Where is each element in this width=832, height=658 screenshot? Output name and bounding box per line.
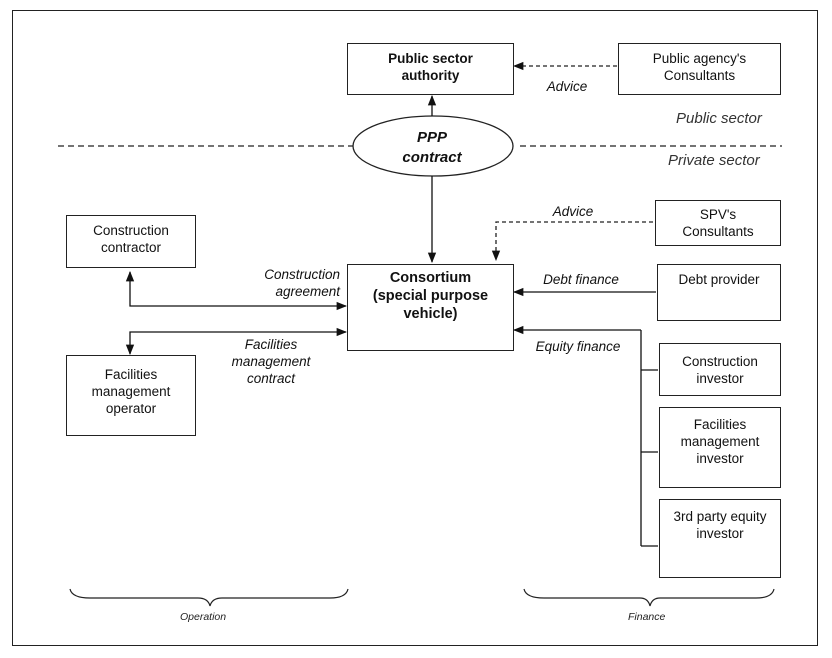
ppp-contract-label: PPP contract: [402, 129, 462, 166]
fm-operator-box: Facilities management operator: [66, 355, 196, 436]
advice-public-label: Advice: [546, 79, 588, 94]
private-sector-label: Private sector: [668, 152, 760, 169]
fm-investor-box: Facilities management investor: [659, 407, 781, 488]
debt-provider-box: Debt provider: [657, 264, 781, 321]
fm-contract-label: Facilities management contract: [231, 337, 311, 386]
finance-group-label: Finance: [628, 611, 666, 623]
public-sector-label: Public sector: [676, 110, 762, 127]
public-authority-box: Public sector authority: [347, 43, 514, 95]
debt-finance-label: Debt finance: [543, 272, 619, 287]
diagram-frame: [12, 10, 818, 646]
spv-consultants-box: SPV's Consultants: [655, 200, 781, 246]
construction-contractor-box: Construction contractor: [66, 215, 196, 268]
advice-spv-label: Advice: [552, 204, 594, 219]
brace-finance: [523, 588, 775, 607]
brace-operation: [69, 588, 349, 607]
construction-agreement-label: Construction agreement: [264, 267, 340, 299]
arrow-advice-spv: [491, 221, 653, 262]
construction-investor-box: Construction investor: [659, 343, 781, 396]
operation-group-label: Operation: [180, 611, 227, 623]
ppp-contract-oval: [352, 115, 514, 177]
equity-finance-label: Equity finance: [535, 339, 621, 354]
consortium-box: Consortium (special purpose vehicle): [347, 264, 514, 351]
arrow-construction-agreement: [125, 270, 348, 311]
agency-consultants-box: Public agency's Consultants: [618, 43, 781, 95]
third-party-investor-box: 3rd party equity investor: [659, 499, 781, 578]
arrow-fm-contract: [125, 327, 348, 356]
